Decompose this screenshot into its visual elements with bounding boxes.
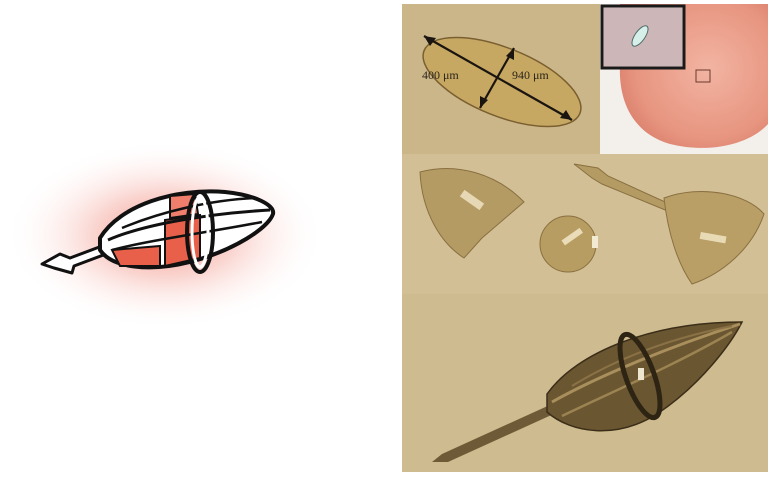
assembled-highlight — [638, 368, 644, 380]
flat-leaf-part-photo: 400 μm 940 μm — [402, 4, 600, 154]
folding-parts-photo — [402, 154, 768, 294]
fan-part-tail — [574, 164, 674, 212]
microrobot-schematic-icon — [0, 0, 330, 472]
width-label: 400 μm — [422, 68, 459, 83]
fingertip-graphic — [600, 4, 768, 154]
disc-part — [540, 216, 596, 272]
fingertip-inset-photo — [600, 4, 768, 154]
schematic-panel — [0, 0, 330, 472]
assembled-robot-graphic — [402, 294, 768, 472]
part-highlight — [592, 236, 598, 248]
length-label: 940 μm — [512, 68, 549, 83]
folding-parts-graphic — [402, 154, 768, 294]
photo-panel: 400 μm 940 μm — [402, 4, 768, 472]
assembled-tail — [432, 404, 558, 462]
assembled-microrobot-photo — [402, 294, 768, 472]
triangle-part — [420, 169, 524, 258]
